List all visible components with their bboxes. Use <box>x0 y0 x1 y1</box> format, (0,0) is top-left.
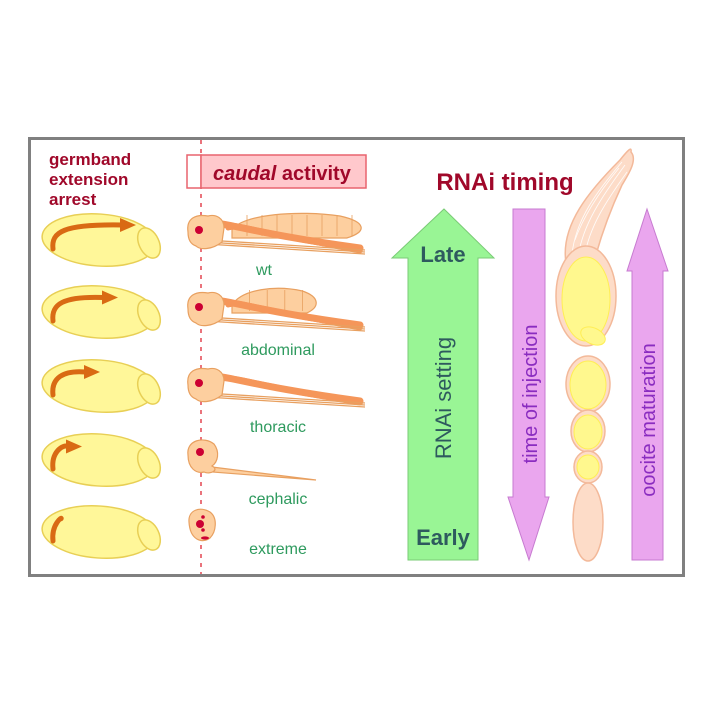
egg-cap <box>136 519 162 551</box>
larva-eye <box>195 226 203 234</box>
germband-arrow-head <box>102 290 118 305</box>
oocite-maturation-arrow: oocite maturation <box>626 207 669 561</box>
phenotype-label-extreme: extreme <box>249 541 307 558</box>
gbe-heading: germband extension arrest <box>49 150 131 209</box>
larva-wt <box>187 212 366 255</box>
larva-abdominal <box>187 287 366 332</box>
phenotype-label-wt: wt <box>255 262 273 279</box>
oocyte-2 <box>569 360 607 410</box>
larva-extreme <box>188 508 216 542</box>
larva-head <box>187 439 219 474</box>
germband-arrow-head <box>66 439 82 454</box>
larva-appendage <box>205 320 366 332</box>
egg-cap <box>136 299 162 331</box>
oocyte-1-tail <box>580 326 606 346</box>
rnai-arrow-late-label: Late <box>420 242 465 267</box>
germband-arrow-shaft <box>50 222 125 252</box>
larva-eye <box>196 448 204 456</box>
larva-leg <box>225 301 363 331</box>
ovariole-stalk <box>572 482 604 562</box>
caudal-box-filled-part <box>200 154 367 189</box>
injection-arrow-shape <box>507 208 550 562</box>
larva-appendage <box>205 392 366 404</box>
phenotype-label-cephalic: cephalic <box>249 491 308 508</box>
larva-eye <box>195 303 203 311</box>
germband-arrow-shaft <box>50 515 64 544</box>
caudal-italic-word: caudal <box>213 163 277 185</box>
larva-appendage <box>205 316 366 328</box>
eye-fragment <box>201 528 205 532</box>
larva-thoracic <box>187 367 366 408</box>
caudal-rest-words: activity <box>276 163 351 185</box>
germband-arrow-shaft <box>50 369 89 398</box>
egg-abdominal <box>41 285 162 339</box>
caudal-activity-label: caudal activity <box>213 163 352 185</box>
egg-wt <box>41 213 162 267</box>
larva-appendage <box>205 243 366 255</box>
rnai-arrow-early-label: Early <box>416 525 471 550</box>
germband-arrow-shaft <box>50 294 107 324</box>
phenotype-label-thoracic: thoracic <box>250 419 306 436</box>
larva-appendage <box>205 239 366 251</box>
egg-column <box>41 213 162 559</box>
larva-leg <box>225 224 363 254</box>
egg-cap <box>136 373 162 405</box>
oocyte-4 <box>576 454 600 480</box>
egg-extreme <box>41 505 162 559</box>
larva-appendage <box>205 394 366 406</box>
larva-cephalic <box>187 439 317 481</box>
phenotype-label-abdominal: abdominal <box>241 342 315 359</box>
oocyte-3 <box>573 414 603 450</box>
ovariole-icon <box>555 148 635 562</box>
larva-head <box>187 214 225 250</box>
gbe-heading-line-2: extension <box>49 170 128 189</box>
rnai-arrow-shape <box>390 208 496 561</box>
larva-appendage <box>205 396 366 408</box>
maturation-arrow-label: oocite maturation <box>638 343 660 496</box>
rnai-timing-title: RNAi timing <box>436 169 573 196</box>
rnai-arrow-setting-label: RNAi setting <box>431 337 456 459</box>
caudal-activity-box: caudal activity <box>186 154 367 189</box>
larva-appendage <box>205 241 366 253</box>
gbe-heading-line-3: arrest <box>49 190 97 209</box>
eye-fragment <box>201 536 209 540</box>
larva-head <box>187 291 225 327</box>
larva-head <box>187 367 225 403</box>
injection-arrow-label: time of injection <box>520 325 542 464</box>
eye-fragment <box>201 515 205 519</box>
rnai-setting-arrow: Late Early RNAi setting <box>390 208 496 561</box>
maturation-arrow-shape <box>626 207 669 561</box>
larva-eye <box>195 379 203 387</box>
germband-arrow-head <box>84 365 100 379</box>
caudal-box-empty-part <box>186 154 202 189</box>
egg-cap <box>136 447 162 479</box>
germband-arrow-head <box>120 218 136 232</box>
larva-eye <box>196 520 204 528</box>
egg-thoracic <box>41 359 162 413</box>
time-of-injection-arrow: time of injection <box>507 208 550 562</box>
phenotype-column <box>187 212 366 542</box>
larva-appendage <box>205 318 366 330</box>
egg-cap <box>136 227 162 259</box>
phenotype-labels: wt abdominal thoracic cephalic extreme <box>241 262 315 558</box>
gbe-heading-line-1: germband <box>49 150 131 169</box>
egg-cephalic <box>41 433 162 487</box>
